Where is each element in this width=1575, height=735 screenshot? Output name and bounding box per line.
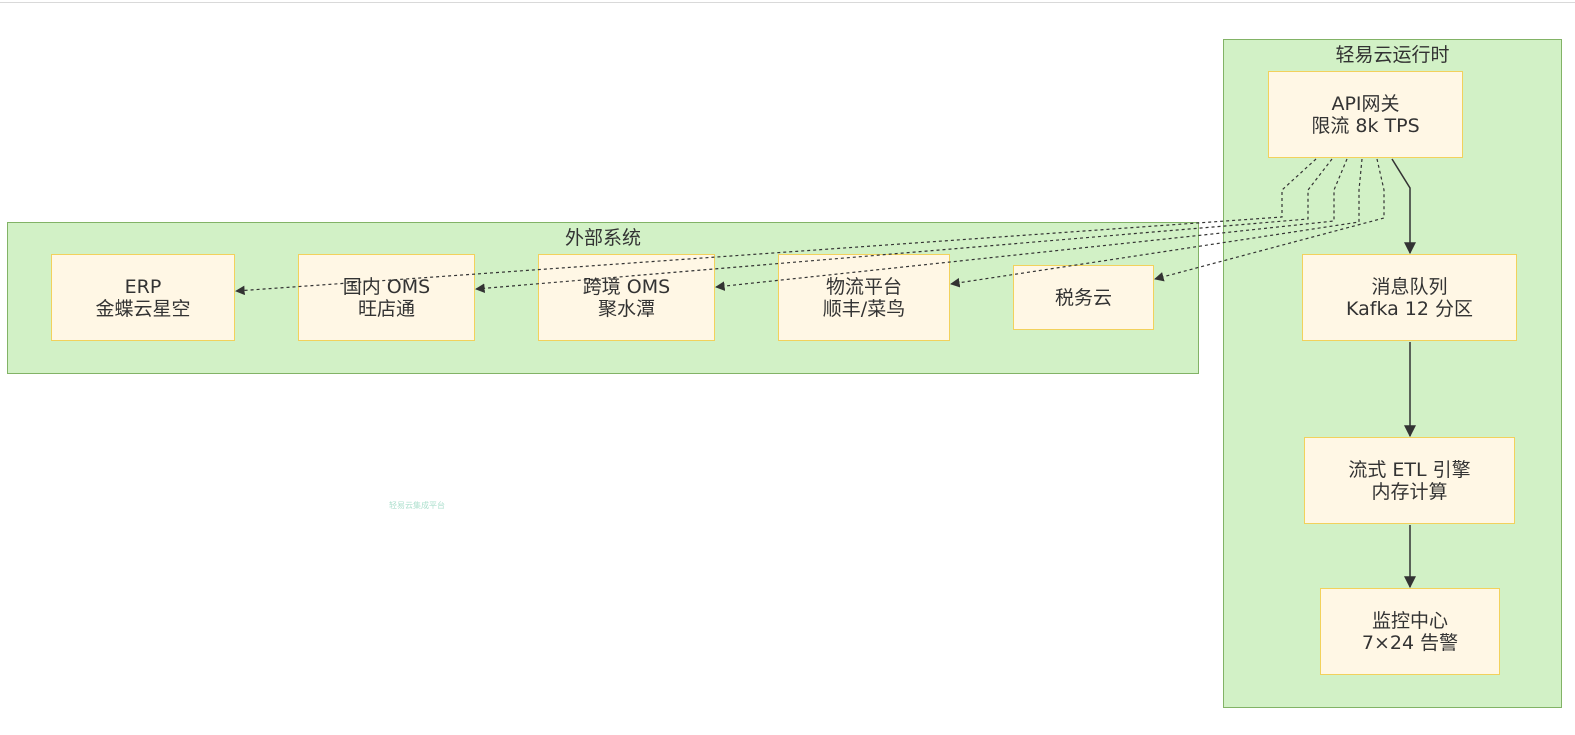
node-erp[interactable]: ERP 金蝶云星空 [51, 254, 235, 341]
node-api-gateway-line2: 限流 8k TPS [1311, 114, 1420, 137]
node-logistics[interactable]: 物流平台 顺丰/菜鸟 [778, 254, 950, 341]
node-domestic-oms[interactable]: 国内 OMS 旺店通 [298, 254, 475, 341]
node-logistics-line1: 物流平台 [825, 275, 902, 298]
node-tax-cloud[interactable]: 税务云 [1013, 265, 1154, 330]
node-message-queue-line2: Kafka 12 分区 [1345, 297, 1474, 320]
group-external-title: 外部系统 [564, 227, 641, 249]
node-domestic-oms-line1: 国内 OMS [342, 275, 431, 298]
node-erp-line2: 金蝶云星空 [95, 297, 191, 320]
group-runtime-title: 轻易云运行时 [1335, 44, 1450, 66]
node-message-queue[interactable]: 消息队列 Kafka 12 分区 [1302, 254, 1517, 341]
top-divider [0, 2, 1575, 3]
node-message-queue-line1: 消息队列 [1371, 275, 1448, 298]
node-etl-engine-line2: 内存计算 [1371, 480, 1448, 503]
node-monitor-line1: 监控中心 [1371, 609, 1448, 632]
node-crossborder-oms-line2: 聚水潭 [597, 297, 655, 320]
node-monitor-line2: 7×24 告警 [1361, 631, 1459, 654]
node-domestic-oms-line2: 旺店通 [357, 297, 415, 320]
node-api-gateway[interactable]: API网关 限流 8k TPS [1268, 71, 1463, 158]
node-erp-line1: ERP [124, 275, 162, 298]
node-monitor[interactable]: 监控中心 7×24 告警 [1320, 588, 1500, 675]
node-api-gateway-line1: API网关 [1331, 92, 1400, 115]
node-etl-engine-line1: 流式 ETL 引擎 [1348, 458, 1471, 481]
node-logistics-line2: 顺丰/菜鸟 [822, 297, 906, 320]
node-tax-cloud-line1: 税务云 [1054, 286, 1112, 309]
node-etl-engine[interactable]: 流式 ETL 引擎 内存计算 [1304, 437, 1515, 524]
watermark: 轻易云集成平台 [389, 501, 445, 510]
node-crossborder-oms-line1: 跨境 OMS [582, 275, 671, 298]
node-crossborder-oms[interactable]: 跨境 OMS 聚水潭 [538, 254, 715, 341]
